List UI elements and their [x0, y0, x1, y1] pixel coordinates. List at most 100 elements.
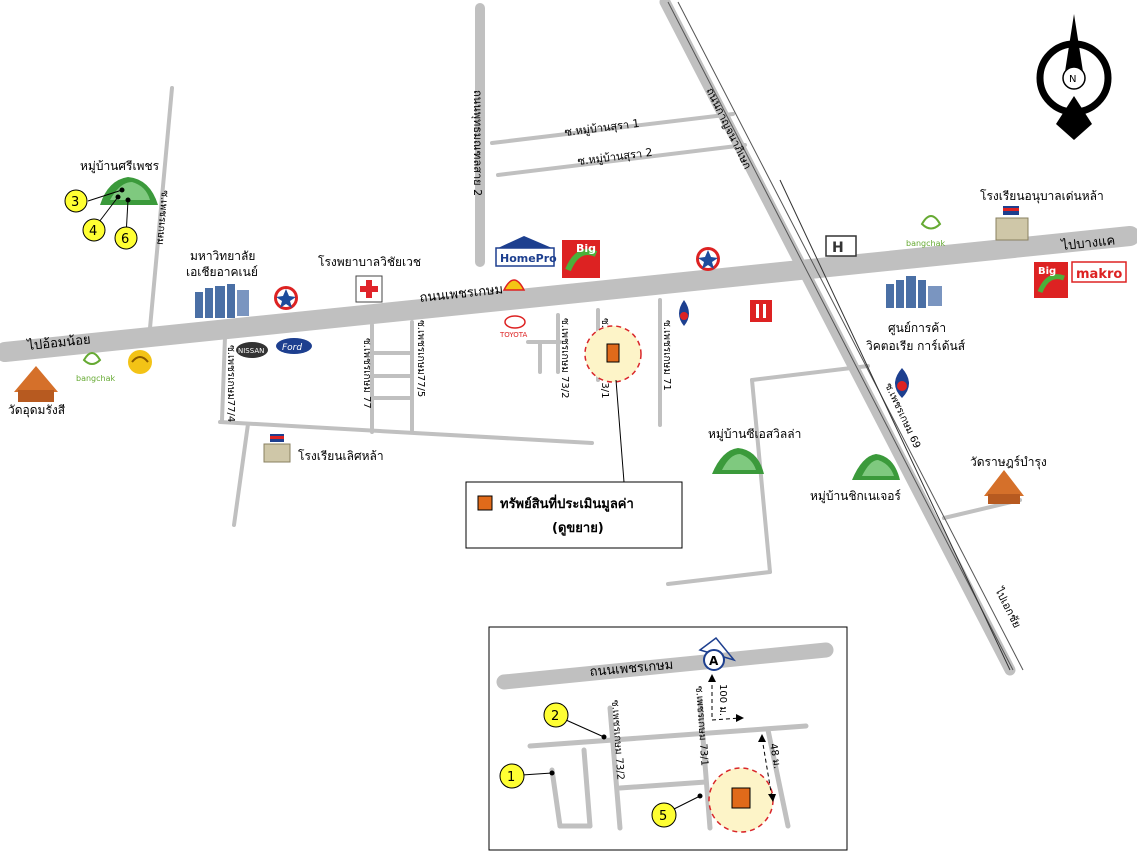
legend-box [465, 481, 683, 549]
marker-4-label: 4 [89, 224, 97, 239]
temple-east: วัดราษฎร์บำรุง [970, 455, 1047, 504]
marker-1-label: 1 [507, 770, 515, 785]
road-cvilla-1 [750, 364, 870, 382]
bangchak-west: bangchak [76, 352, 116, 383]
school-label: โรงเรียนเลิศหล้า [298, 449, 384, 463]
label-kanchana: ถนนกาญจนาภิเษก [703, 86, 754, 172]
property-pointer [615, 379, 625, 483]
label-ekkachai: ไปเอกชัย [992, 585, 1024, 631]
marker-a-label: A [709, 654, 719, 668]
marker-a [703, 649, 725, 671]
svg-text:Big: Big [1038, 266, 1056, 277]
isuzu-logo [750, 300, 772, 322]
temple-east-label: วัดราษฎร์บำรุง [970, 455, 1047, 470]
label-soi-775: ซ.เพชรเกษม77/5 [415, 320, 426, 397]
road-soi-774 [220, 335, 227, 422]
label-soi-774: ซ.เพชรเกษม77/4 [225, 345, 236, 422]
label-soi-732: ซ.เพชรเกษม 73/2 [559, 318, 570, 398]
kindergarten: โรงเรียนอนุบาลเด่นหล้า [980, 189, 1104, 241]
cvilla-label: หมู่บ้านซีเอสวิลล่า [708, 427, 801, 442]
compass-center [1062, 66, 1086, 90]
inset-road-link [617, 779, 709, 791]
temple-west: วัดอุดมรังสี [8, 366, 66, 418]
road-sw-drop [232, 422, 250, 527]
caltex-icon-east [696, 247, 720, 271]
label-soi-77: ซ.เพชรเกษม 77 [361, 338, 372, 409]
dist-100-label: 100 ม. [717, 684, 728, 716]
inset-road-soi731 [697, 697, 713, 831]
building-icon [195, 284, 249, 318]
inset-road-loop-3 [581, 747, 593, 829]
rail-2 [677, 1, 1024, 671]
svg-text:bangchak: bangchak [906, 239, 946, 248]
bank-logo [128, 350, 152, 374]
ptt-logo-east [895, 368, 909, 398]
bangchak-east: bangchak [906, 215, 946, 248]
marker-2-label: 2 [551, 709, 559, 724]
inset-road-loop-1 [549, 767, 563, 829]
temple-west-label: วัดอุดมรังสี [8, 403, 66, 418]
victoria-gardens: ศูนย์การค้า วิคตอเรีย การ์เด้นส์ [866, 276, 966, 353]
bigc-logo-east: Big [1034, 262, 1068, 298]
bigc-logo-center: Big [562, 240, 600, 278]
label-soi-sura2: ซ.หมู่บ้านสุรา 2 [577, 146, 653, 168]
caltex-icon-west [274, 286, 298, 310]
rail-3 [779, 179, 1011, 671]
inset-map: ถนนเพชรเกษม ซ.เพชรเกษม 73/2 ซ.เพชรเกษม 7… [488, 626, 848, 851]
shell-logo [502, 279, 526, 291]
hospital-label: โรงพยาบาลวิชัยเวช [318, 255, 421, 269]
toyota-logo: TOYOTA [499, 315, 528, 339]
legend: ทรัพย์สินที่ประเมินมูลค่า (ดูขยาย) [465, 481, 683, 549]
victoria-label-1: ศูนย์การค้า [888, 321, 946, 336]
inset-road-soi732 [607, 705, 623, 831]
label-soi-71: ซ.เพชรเกษม 71 [661, 320, 672, 391]
dist-48-label: 48 ม. [767, 743, 782, 770]
homepro-logo: HomePro [495, 236, 557, 267]
inset-road-h [527, 723, 809, 749]
university: มหาวิทยาลัย เอเชียอาคเนย์ [186, 249, 258, 318]
marker-group-346: 3 4 6 [64, 187, 138, 250]
ptt-logo-center [679, 300, 689, 326]
inset-road-phetkasem [496, 642, 834, 690]
legend-swatch [477, 495, 493, 511]
inset-road-east [765, 727, 791, 829]
marker-5 [651, 802, 677, 828]
property-icon [606, 343, 620, 363]
marker-3 [64, 189, 88, 213]
village-signature: หมู่บ้านชิกเนเจอร์ [810, 454, 901, 504]
road-cvilla-2 [750, 378, 772, 574]
road-soi-sripetch [148, 86, 174, 330]
marker-1 [499, 763, 525, 789]
sripetch-label: หมู่บ้านศรีเพชร [80, 159, 160, 174]
legend-line2: (ดูขยาย) [552, 521, 604, 536]
marker-4 [82, 218, 106, 242]
ford-logo: Ford [276, 338, 312, 354]
inset-road-label: ถนนเพชรเกษม [589, 658, 674, 680]
svg-text:H: H [832, 240, 844, 256]
marker-6-label: 6 [121, 232, 129, 247]
road-soi-sura1 [490, 112, 735, 145]
compass-needle-south [1056, 96, 1092, 140]
svg-text:HomePro: HomePro [500, 252, 557, 265]
marker-3-label: 3 [71, 195, 79, 210]
marker-6 [114, 226, 138, 250]
honda-logo: H [825, 235, 857, 257]
legend-line1: ทรัพย์สินที่ประเมินมูลค่า [500, 494, 634, 512]
university-label-2: เอเชียอาคเนย์ [186, 265, 258, 279]
label-phuttha: ถนนพุทธมณฑลสาย 2 [471, 90, 484, 196]
label-bang-khae: ไปบางแค [1060, 232, 1116, 254]
makro-logo: makro [1071, 261, 1127, 283]
school-lertla: โรงเรียนเลิศหล้า [263, 434, 384, 463]
road-south-west [218, 420, 594, 445]
signature-label: หมู่บ้านชิกเนเจอร์ [810, 489, 901, 504]
compass-label: N [1069, 74, 1076, 85]
svg-text:bangchak: bangchak [76, 374, 116, 383]
compass-needle-north [1064, 14, 1084, 78]
nissan-logo: NISSAN [236, 342, 268, 358]
svg-text:TOYOTA: TOYOTA [499, 331, 528, 339]
label-om-noi: ไปอ้อมน้อย [26, 331, 92, 354]
victoria-label-2: วิคตอเรีย การ์เด้นส์ [866, 339, 966, 353]
svg-text:Ford: Ford [282, 343, 302, 353]
label-soi-sripetch: ซ.เพชรเกษม [154, 190, 170, 246]
marker-5-label: 5 [659, 809, 667, 824]
